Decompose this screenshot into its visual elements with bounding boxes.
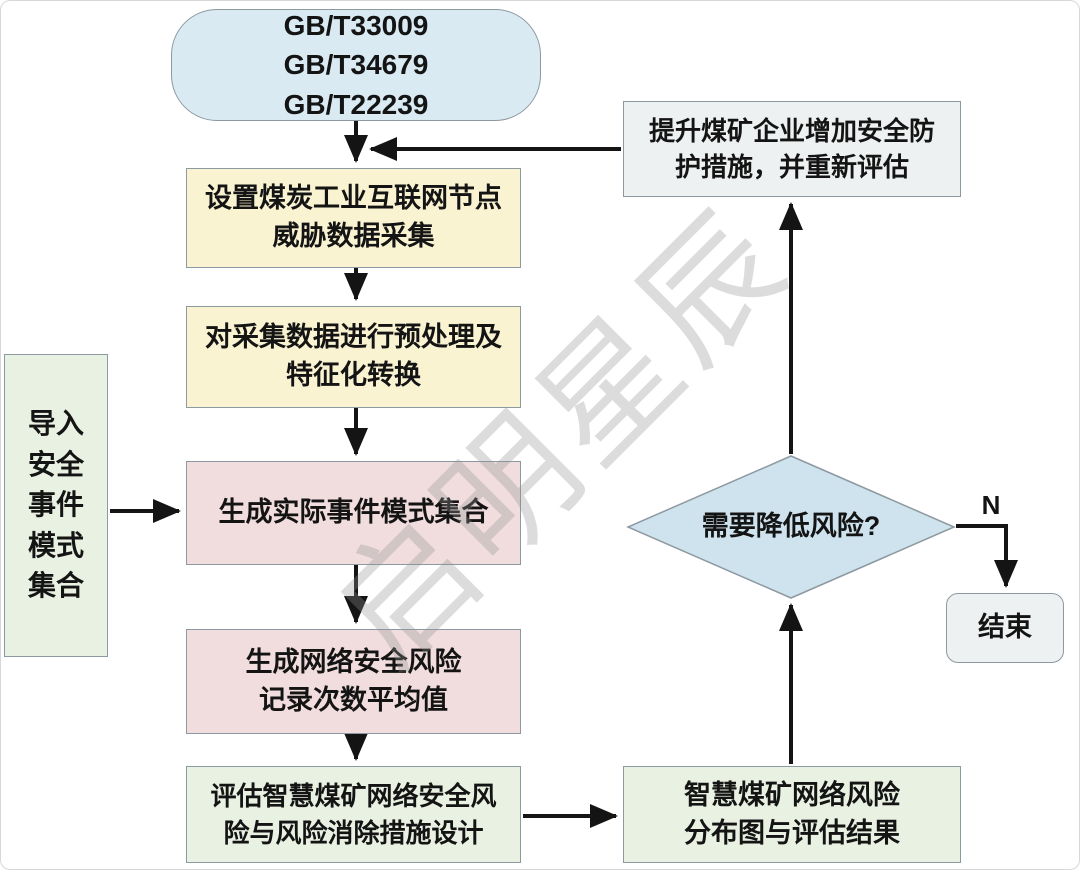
node-threat-data-collection: 设置煤炭工业互联网节点 威胁数据采集	[186, 168, 521, 268]
node-evaluate-risk-measures: 评估智慧煤矿网络安全风 险与风险消除措施设计	[186, 766, 521, 863]
arrow-decision-no-to-end	[956, 524, 1018, 588]
node-data-preprocessing: 对采集数据进行预处理及 特征化转换	[186, 306, 521, 408]
decision-diamond	[626, 455, 956, 599]
node-improve-protection: 提升煤矿企业增加安全防 护措施，并重新评估	[623, 101, 961, 197]
node-generate-risk-average: 生成网络安全风险 记录次数平均值	[186, 629, 521, 734]
node-standards: GB/T33009 GB/T34679 GB/T22239	[171, 9, 541, 121]
node-end: 结束	[946, 593, 1064, 663]
branch-label-no: N	[981, 489, 1001, 520]
node-import-event-patterns: 导入 安全 事件 模式 集合	[4, 354, 108, 657]
node-generate-event-pattern-set: 生成实际事件模式集合	[186, 461, 521, 565]
node-risk-distribution-result: 智慧煤矿网络风险 分布图与评估结果	[623, 766, 961, 863]
node-decision-reduce-risk: 需要降低风险?	[701, 511, 881, 542]
